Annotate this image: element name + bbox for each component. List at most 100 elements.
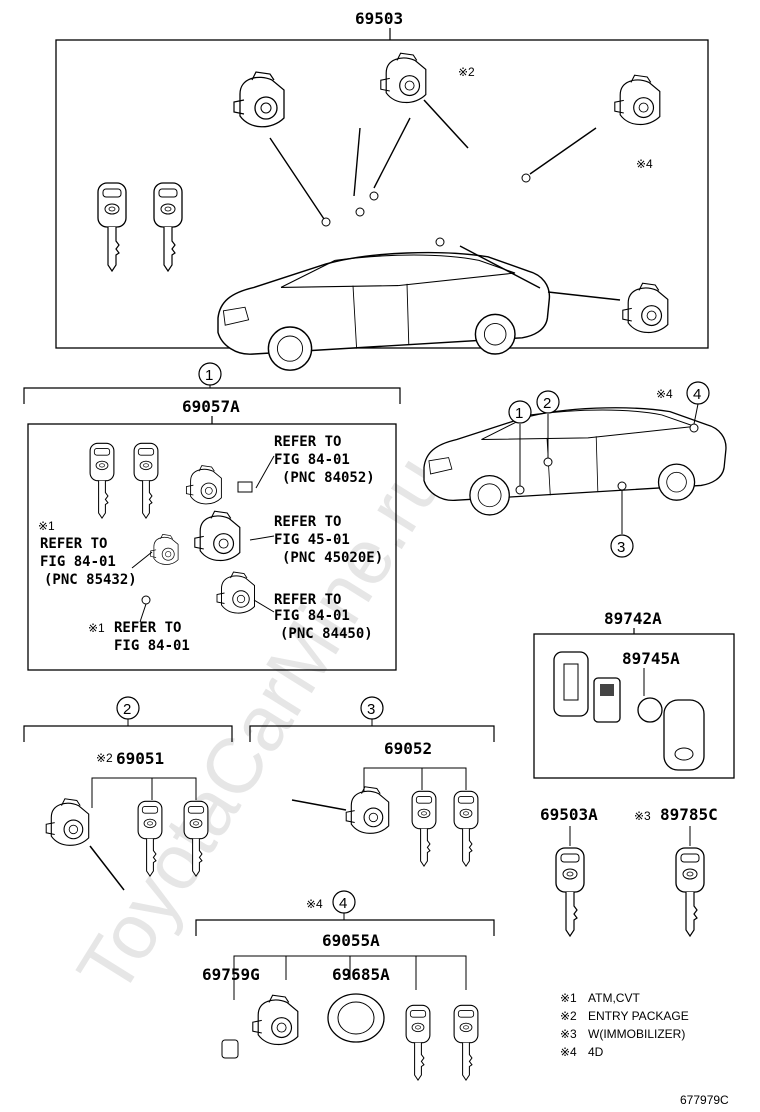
refer-to-note: REFER TO FIG 84-01 xyxy=(114,620,190,654)
part-number-89745A: 89745A xyxy=(622,649,680,668)
door-cylinder-icon xyxy=(622,282,669,334)
remote-group: 89742A 89745A xyxy=(533,609,735,779)
section-3-group: 3 69052 xyxy=(249,696,495,867)
note-mark: ※4 xyxy=(636,157,653,171)
part-number-69759G: 69759G xyxy=(202,965,260,984)
part-number-69052: 69052 xyxy=(384,739,432,758)
note-mark: ※2 xyxy=(96,751,113,765)
footnote-text: ENTRY PACKAGE xyxy=(588,1009,689,1023)
footnote-text: ATM,CVT xyxy=(588,991,640,1005)
refer-line: REFER TO xyxy=(114,620,181,636)
top-assembly-group: 69503 ※2 ※4 xyxy=(55,9,709,371)
section-4-group: 4 ※4 69055A 69759G 69685A xyxy=(195,890,495,1081)
car-icon xyxy=(217,251,551,371)
note-mark: ※2 xyxy=(458,65,475,79)
refer-line: REFER TO xyxy=(274,592,341,608)
watermark: ToyotaCarMine.ru xyxy=(60,440,461,1009)
footnote-text: 4D xyxy=(588,1045,604,1059)
refer-line: REFER TO xyxy=(274,434,341,450)
top-assembly-frame xyxy=(55,39,709,349)
ignition-cylinder-icon xyxy=(233,71,285,128)
refer-to-note: REFER TO FIG 45-01 (PNC 45020E) xyxy=(274,514,383,566)
part-number-89742A: 89742A xyxy=(604,609,662,628)
refer-line: FIG 45-01 xyxy=(274,532,350,548)
key-icon xyxy=(555,847,585,937)
note-mark: ※4 xyxy=(656,387,673,401)
single-keys-group: 69503A ※3 89785C xyxy=(540,805,718,937)
section-2-group: 2 ※2 69051 xyxy=(23,696,233,891)
callout-number: 2 xyxy=(123,701,131,718)
footnote-text: W(IMMOBILIZER) xyxy=(588,1027,685,1041)
refer-line: FIG 84-01 xyxy=(40,554,116,570)
battery-icon xyxy=(637,697,663,723)
note-mark: ※1 xyxy=(88,621,105,635)
section-1-group: 1 69057A REFER TO FIG 84-01 (PNC 84052) … xyxy=(23,362,401,671)
screw-icon xyxy=(141,595,151,605)
door-cylinder-icon xyxy=(380,52,427,104)
callout-number: 3 xyxy=(367,701,375,718)
footnote-mark: ※3 xyxy=(560,1027,577,1041)
refer-line: REFER TO xyxy=(274,514,341,530)
footnotes: ※1 ATM,CVT ※2 ENTRY PACKAGE ※3 W(IMMOBIL… xyxy=(560,991,689,1059)
footnote-mark: ※1 xyxy=(560,991,577,1005)
callout-number: 4 xyxy=(693,386,701,403)
clip-icon xyxy=(221,1039,239,1059)
car-icon xyxy=(423,407,727,516)
key-cylinder-icon xyxy=(216,571,255,614)
key-icon xyxy=(133,442,159,519)
part-number-69057A: 69057A xyxy=(182,397,240,416)
key-icon xyxy=(453,1004,479,1081)
door-cylinder-icon xyxy=(345,786,390,834)
location-car-group: 1 2 3 4 ※4 xyxy=(423,381,727,558)
gasket-icon xyxy=(327,993,385,1043)
remote-key-icon xyxy=(663,699,705,771)
callout-number: 3 xyxy=(617,539,625,556)
remote-frame xyxy=(533,633,735,779)
part-number-69055A: 69055A xyxy=(322,931,380,950)
callout-number: 1 xyxy=(205,367,213,384)
footnote-mark: ※4 xyxy=(560,1045,577,1059)
refer-line: FIG 84-01 xyxy=(114,638,190,654)
luggage-cylinder-icon xyxy=(252,994,299,1046)
callout-number: 2 xyxy=(543,395,551,412)
ignition-switch-icon xyxy=(194,510,241,562)
clip-icon xyxy=(237,481,253,493)
note-mark: ※4 xyxy=(306,897,323,911)
refer-line: (PNC 84450) xyxy=(280,626,373,642)
refer-to-note: REFER TO FIG 84-01 (PNC 84450) xyxy=(274,592,373,642)
refer-line: (PNC 45020E) xyxy=(282,550,383,566)
callout-4 xyxy=(686,381,710,405)
luggage-cylinder-icon xyxy=(614,74,661,126)
note-mark: ※3 xyxy=(634,809,651,823)
part-number-69503: 69503 xyxy=(355,9,403,28)
key-icon xyxy=(89,442,115,519)
part-number-89785C: 89785C xyxy=(660,805,718,824)
key-icon xyxy=(453,790,479,867)
refer-line: (PNC 84052) xyxy=(282,470,375,486)
refer-line: REFER TO xyxy=(40,536,107,552)
callout-1 xyxy=(508,400,532,424)
part-number-69685A: 69685A xyxy=(332,965,390,984)
callout-number: 1 xyxy=(515,405,523,422)
figure-id: 677979C xyxy=(680,1093,729,1107)
callout-number: 4 xyxy=(339,895,347,912)
callout-2 xyxy=(536,390,560,414)
section-1-frame xyxy=(27,423,397,671)
note-mark: ※1 xyxy=(38,519,55,533)
footnote-mark: ※2 xyxy=(560,1009,577,1023)
key-icon xyxy=(411,790,437,867)
key-icon xyxy=(675,847,705,937)
key-interlock-icon xyxy=(150,534,179,565)
part-number-69503A: 69503A xyxy=(540,805,598,824)
part-number-69051: 69051 xyxy=(116,749,164,768)
refer-line: (PNC 85432) xyxy=(44,572,137,588)
remote-case-icon xyxy=(553,651,589,717)
refer-line: FIG 84-01 xyxy=(274,452,350,468)
callout-3 xyxy=(610,534,634,558)
refer-to-note: REFER TO FIG 84-01 (PNC 84052) xyxy=(274,434,375,486)
key-icon xyxy=(97,182,127,272)
key-icon xyxy=(153,182,183,272)
key-icon xyxy=(405,1004,431,1081)
refer-line: FIG 84-01 xyxy=(274,608,350,624)
